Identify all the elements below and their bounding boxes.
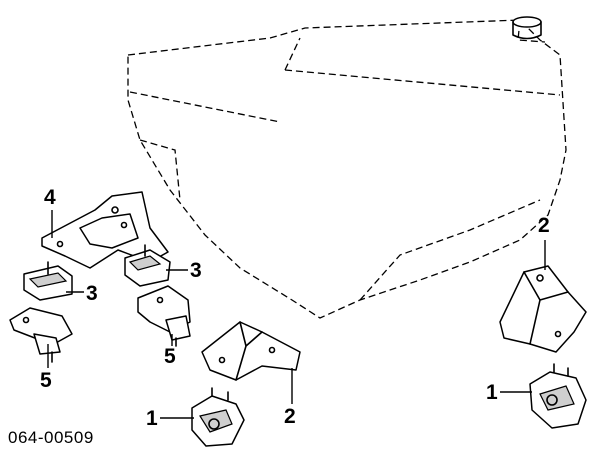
callout-4: 4 — [44, 186, 56, 209]
insulator-right-upper — [124, 244, 171, 287]
callout-5-right: 5 — [164, 345, 176, 368]
leader-lines — [47, 210, 546, 419]
bracket-center — [201, 321, 301, 381]
mount-left-lower — [9, 307, 73, 363]
insulator-left-upper — [23, 261, 73, 301]
filler-cap — [512, 16, 542, 40]
callout-3-right: 3 — [190, 259, 202, 282]
mount-right-lower — [137, 285, 191, 347]
callout-2-center: 2 — [284, 405, 296, 428]
insulator-right — [529, 363, 587, 429]
diagram-code: 064-00509 — [8, 428, 94, 447]
callout-2-right: 2 — [538, 214, 550, 237]
callout-1-right: 1 — [486, 381, 498, 404]
callout-1-center: 1 — [146, 407, 158, 430]
bracket-right — [499, 265, 587, 353]
callout-5-left: 5 — [40, 369, 52, 392]
callout-3-left: 3 — [86, 282, 98, 305]
insulator-center — [191, 387, 245, 447]
